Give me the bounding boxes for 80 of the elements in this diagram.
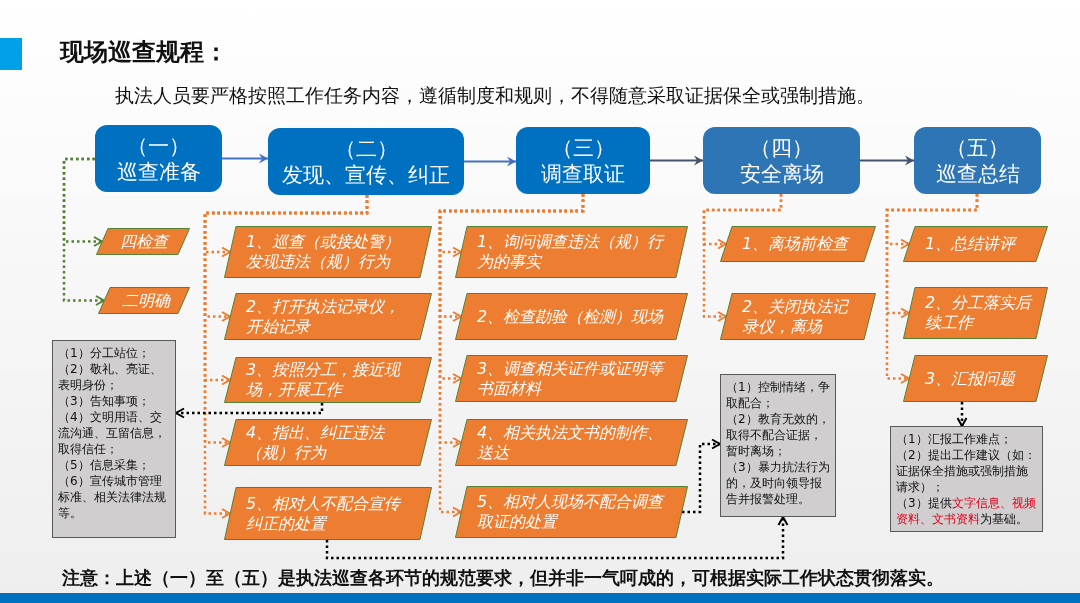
step-header <box>914 127 1041 194</box>
note-box <box>890 426 1043 532</box>
connector-arrow <box>325 516 789 560</box>
step-header <box>268 128 464 195</box>
task-text: 5、相对人不配合宣传纠正的处置 <box>246 493 402 534</box>
note-text: 注意：上述（一）至（五）是执法巡查各环节的规范要求，但并非一气呵成的，可根据实际工作状态贯彻落实。 <box>62 566 944 590</box>
task-text: 1、总结讲评 <box>925 234 1016 254</box>
task-text: 3、调查相关证件或证明等书面材料 <box>477 358 666 399</box>
task-parallelogram <box>224 487 432 540</box>
task-text: 1、离场前检查 <box>742 234 849 254</box>
task-parallelogram <box>455 293 688 340</box>
connector-arrow <box>221 153 269 164</box>
note-text: （3）提供文字信息、视频资料、文书资料为基础。 <box>896 495 1037 527</box>
task-parallelogram <box>455 486 688 538</box>
task-text: 2、关闭执法记录仪，离场 <box>742 296 850 337</box>
connector-arrow <box>203 195 369 519</box>
task-text: 3、汇报问题 <box>925 368 1016 389</box>
note-text: （2）教育无效的，取得不配合证据，暂时离场； <box>726 411 830 459</box>
step-header <box>516 127 650 194</box>
task-text: 3、按照分工，接近现场，开展工作 <box>246 360 402 400</box>
connector-arrow <box>649 155 704 166</box>
connector-arrow <box>885 194 979 384</box>
note-text: （3）告知事项； <box>58 393 151 409</box>
connector-arrow <box>438 194 585 518</box>
task-parallelogram <box>224 357 432 403</box>
step-heading: 巡查准备 <box>116 158 201 185</box>
connector-arrow <box>859 155 915 166</box>
step-header <box>703 127 860 194</box>
connector-arrow <box>62 157 105 306</box>
connector-arrow <box>702 194 783 322</box>
subtitle: 执法人员要严格按照工作任务内容，遵循制度和规则，不得随意采取证据保全或强制措施。 <box>115 83 875 108</box>
step-heading: 调查取证 <box>541 160 625 187</box>
step-header <box>95 125 222 192</box>
task-text: 四检查 <box>120 231 168 252</box>
task-parallelogram <box>455 226 688 278</box>
task-parallelogram <box>903 287 1048 339</box>
note-box <box>52 340 176 538</box>
task-text: 1、巡查（或接处警）发现违法（规）行为 <box>246 232 402 272</box>
note-text: （1）分工站位； <box>58 345 151 361</box>
task-parallelogram <box>224 226 432 278</box>
connector-arrow <box>682 438 721 514</box>
note-text: （1）控制情绪，争取配合； <box>726 379 830 411</box>
note-text: （1）汇报工作难点； <box>896 431 1013 447</box>
note-box <box>720 374 836 517</box>
note-text: （5）信息采集； <box>58 457 151 473</box>
note-text: （6）宣传城市管理标准、相关法律法规等。 <box>58 473 167 521</box>
task-text: 1、询问调查违法（规）行为的事实 <box>477 232 666 272</box>
task-parallelogram <box>903 355 1048 402</box>
step-heading: 发现、宣传、纠正 <box>282 161 450 188</box>
task-text: 4、相关执法文书的制作、送达 <box>477 422 665 463</box>
step-heading: （三） <box>551 134 615 161</box>
task-parallelogram <box>720 293 876 340</box>
step-heading: （五） <box>946 134 1009 161</box>
note-text: （3）暴力抗法行为的，及时向领导报告并报警处理。 <box>726 459 830 507</box>
note-text: （2）提出工作建议（如：证据保全措施或强制措施请求）； <box>896 447 1037 495</box>
task-parallelogram <box>224 293 432 340</box>
step-heading: 安全离场 <box>739 160 824 187</box>
task-parallelogram <box>455 419 688 466</box>
task-text: 二明确 <box>122 290 170 311</box>
task-parallelogram <box>98 287 190 314</box>
task-parallelogram <box>903 226 1048 262</box>
task-text: 2、检查勘验（检测）现场 <box>477 306 664 327</box>
step-heading: （二） <box>334 135 398 162</box>
step-heading: （一） <box>127 132 190 159</box>
task-text: 2、打开执法记录仪，开始记录 <box>246 296 402 337</box>
title: 现场巡查规程： <box>60 37 228 68</box>
task-parallelogram <box>720 226 876 262</box>
task-text: 5、相对人现场不配合调查取证的处置 <box>477 492 666 532</box>
task-parallelogram <box>96 228 190 255</box>
step-heading: 巡查总结 <box>935 160 1020 187</box>
connector-arrow <box>956 402 968 427</box>
task-text: 2、分工落实后续工作 <box>925 293 1032 333</box>
connector-arrow <box>175 403 324 419</box>
task-parallelogram <box>455 355 688 402</box>
task-parallelogram <box>224 419 432 466</box>
connector-arrow <box>463 156 517 167</box>
note-text: （4）文明用语、交流沟通、互留信息，取得信任； <box>58 409 167 457</box>
task-text: 4、指出、纠正违法（规）行为 <box>246 422 386 463</box>
step-heading: （四） <box>750 134 813 161</box>
note-text: （2）敬礼、亮证、表明身份； <box>58 361 163 393</box>
